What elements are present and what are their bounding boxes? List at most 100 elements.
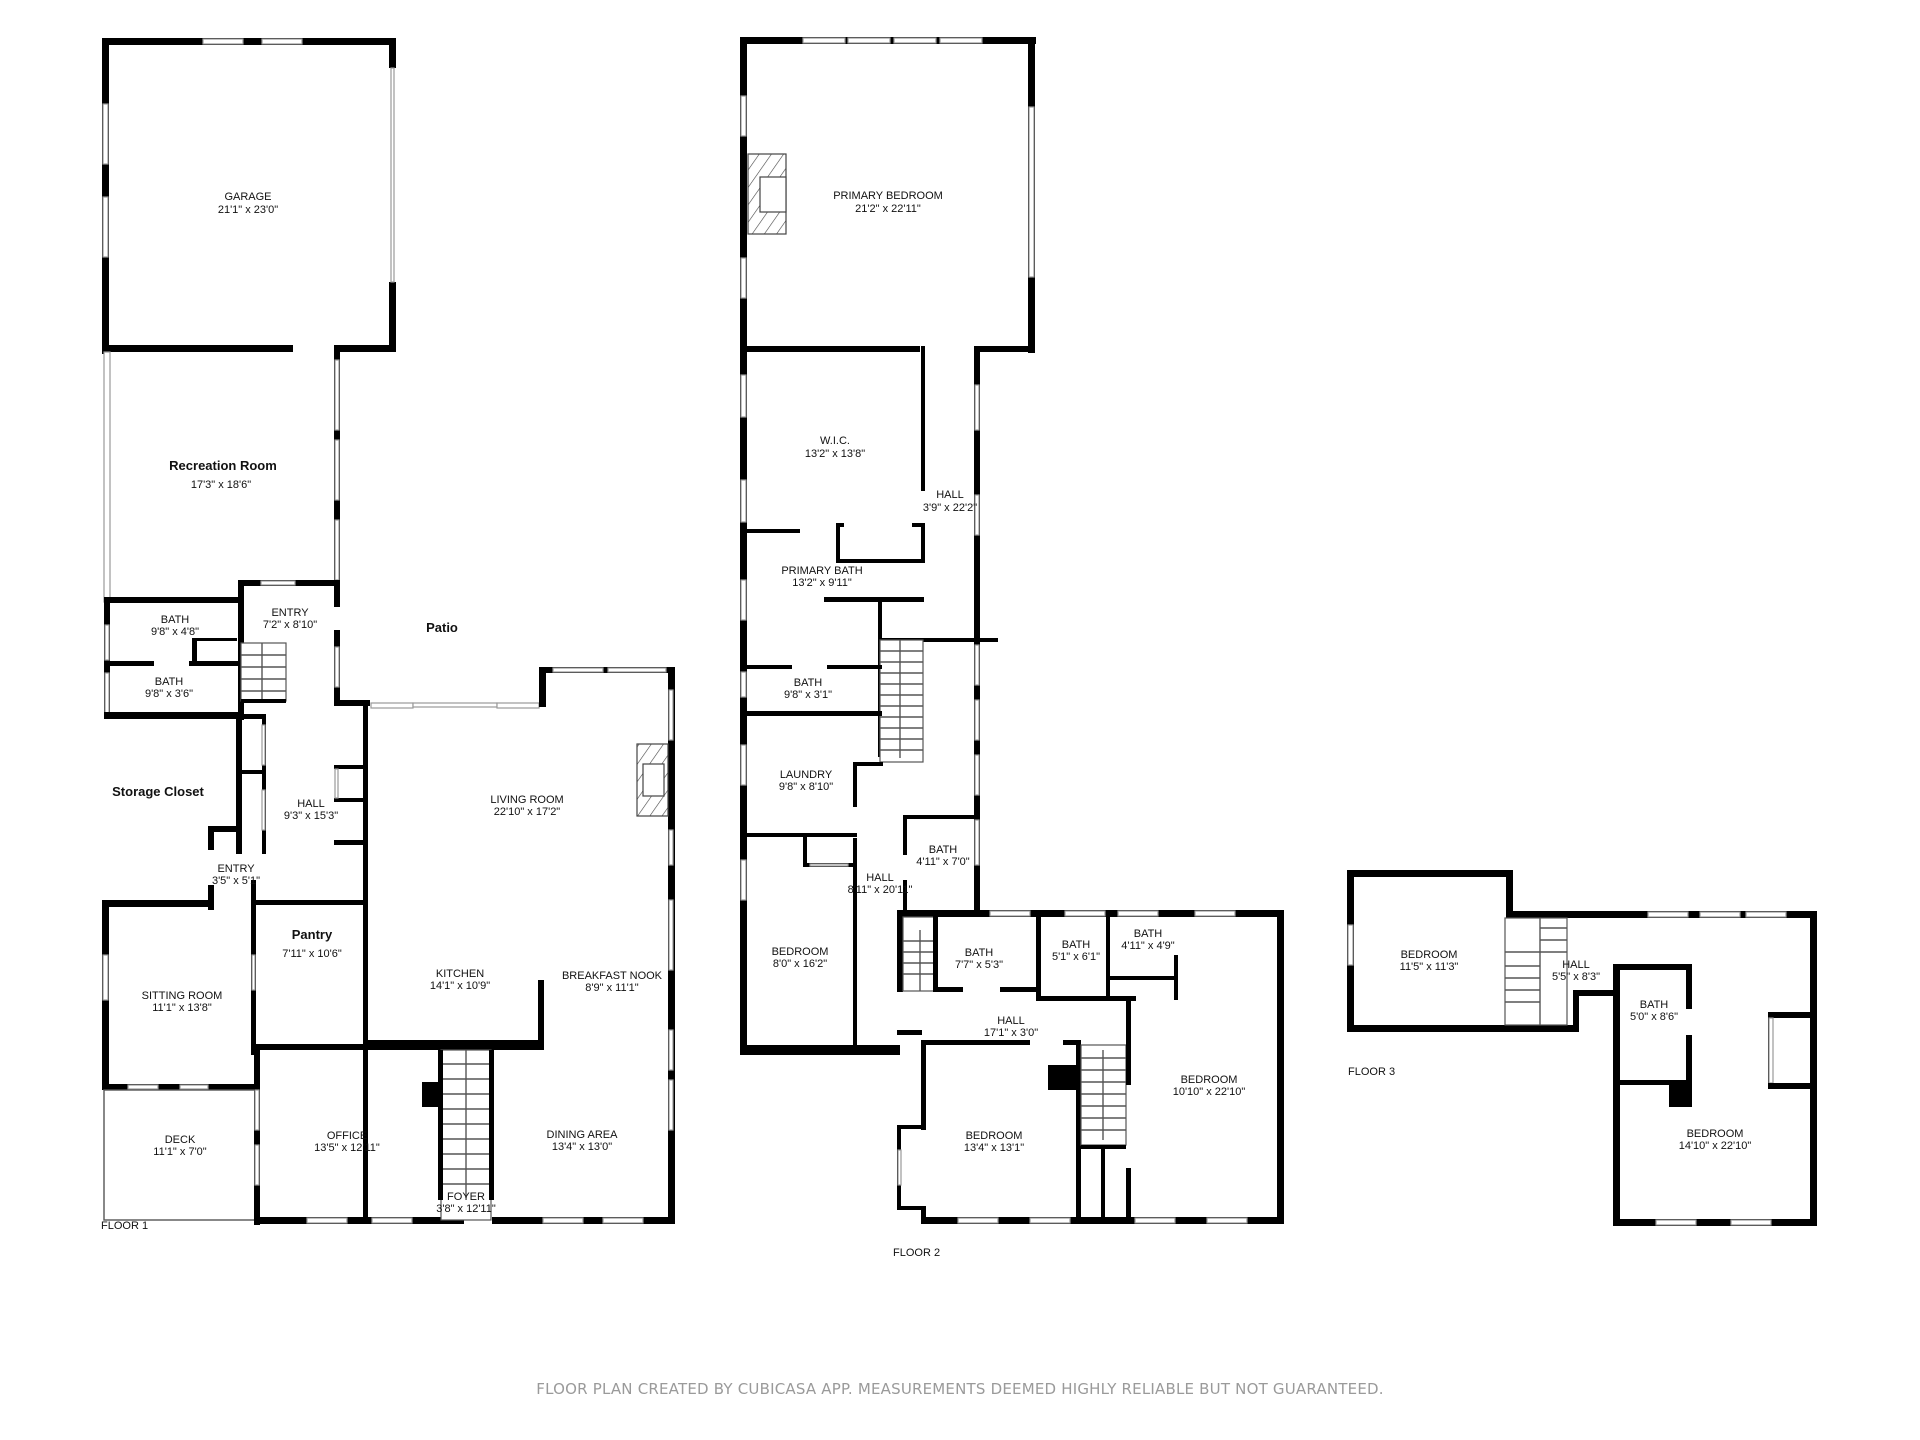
room-entry-1[interactable]: ENTRY 7'2" x 8'10" — [263, 607, 317, 631]
floor-3-label: FLOOR 3 — [1348, 1066, 1395, 1078]
room-name: GARAGE — [224, 191, 271, 203]
room-name: LAUNDRY — [780, 769, 833, 781]
room-dims: 17'1" x 3'0" — [984, 1027, 1038, 1039]
room-breakfast-nook[interactable]: BREAKFAST NOOK 8'9" x 11'1" — [562, 970, 663, 994]
room-dims: 11'5" x 11'3" — [1400, 961, 1459, 973]
room-dims: 17'3" x 18'6" — [191, 479, 251, 491]
room-dims: 10'10" x 22'10" — [1173, 1086, 1246, 1098]
room-primary-bath[interactable]: PRIMARY BATH 13'2" x 9'11" — [781, 565, 862, 589]
room-name: Patio — [426, 620, 458, 635]
room-name: ENTRY — [271, 607, 309, 619]
room-primary-bedroom[interactable]: PRIMARY BEDROOM 21'2" x 22'11" — [833, 190, 943, 215]
room-name: HALL — [866, 872, 894, 884]
room-dims: 7'7" x 5'3" — [955, 959, 1003, 971]
room-bath-2e[interactable]: BATH 4'11" x 4'9" — [1121, 928, 1174, 952]
room-dims: 3'5" x 5'1" — [212, 875, 260, 887]
room-name: BEDROOM — [1401, 949, 1458, 961]
room-name: SITTING ROOM — [142, 990, 223, 1002]
floor-2-stair-treads — [880, 650, 923, 751]
room-dims: 13'4" x 13'0" — [552, 1141, 612, 1153]
room-entry-2[interactable]: ENTRY 3'5" x 5'1" — [212, 863, 260, 887]
room-name: HALL — [297, 798, 325, 810]
floor-2-lower-walls — [897, 910, 1284, 1224]
room-recreation-room[interactable]: Recreation Room 17'3" x 18'6" — [169, 458, 277, 491]
room-dims: 11'1" x 13'8" — [152, 1002, 212, 1014]
room-dims: 7'2" x 8'10" — [263, 619, 317, 631]
room-bath-2a[interactable]: BATH 9'8" x 3'1" — [784, 677, 832, 701]
floor-3-stair-treads — [1505, 927, 1567, 1003]
baths-entry-walls — [104, 580, 370, 720]
floor-2-plan: FLOOR 2 — [740, 37, 1284, 1259]
room-hall-3[interactable]: HALL 5'5" x 8'3" — [1552, 959, 1600, 983]
room-dims: 14'10" x 22'10" — [1679, 1140, 1752, 1152]
room-name: BEDROOM — [772, 946, 829, 958]
room-name: BATH — [155, 676, 184, 688]
room-bath-2c[interactable]: BATH 7'7" x 5'3" — [955, 947, 1003, 971]
room-wic[interactable]: W.I.C. 13'2" x 13'8" — [805, 435, 865, 460]
floor-1-label: FLOOR 1 — [101, 1220, 148, 1232]
room-dims: 5'1" x 6'1" — [1052, 951, 1100, 963]
room-hall-2c[interactable]: HALL 17'1" x 3'0" — [984, 1015, 1038, 1039]
room-dims: 11'1" x 7'0" — [153, 1146, 206, 1158]
room-deck[interactable]: DECK 11'1" x 7'0" — [153, 1134, 206, 1158]
room-name: FOYER — [447, 1191, 485, 1203]
room-dims: 8'9" x 11'1" — [585, 982, 638, 994]
room-name: BREAKFAST NOOK — [562, 970, 663, 982]
room-dims: 9'8" x 4'8" — [151, 626, 199, 638]
room-foyer[interactable]: FOYER 3'8" x 12'11" — [436, 1191, 496, 1215]
room-bedroom-3a[interactable]: BEDROOM 11'5" x 11'3" — [1400, 949, 1459, 973]
room-name: BATH — [965, 947, 994, 959]
room-dims: 21'2" x 22'11" — [855, 203, 921, 215]
room-name: BEDROOM — [966, 1130, 1023, 1142]
room-dims: 9'3" x 15'3" — [284, 810, 338, 822]
room-living-room[interactable]: LIVING ROOM 22'10" x 17'2" — [490, 794, 563, 818]
room-dims: 8'11" x 20'11" — [848, 884, 913, 896]
room-garage[interactable]: GARAGE 21'1" x 23'0" — [218, 191, 278, 216]
room-hall-2a[interactable]: HALL 3'9" x 22'2" — [923, 489, 977, 514]
room-dims: 4'11" x 7'0" — [916, 856, 969, 868]
room-name: BATH — [794, 677, 823, 689]
room-name: BEDROOM — [1181, 1074, 1238, 1086]
room-dims: 7'11" x 10'6" — [282, 948, 342, 960]
room-name: BATH — [1062, 939, 1091, 951]
room-sitting-room[interactable]: SITTING ROOM 11'1" x 13'8" — [142, 990, 223, 1014]
room-bedroom-3b[interactable]: BEDROOM 14'10" x 22'10" — [1679, 1128, 1752, 1152]
room-patio[interactable]: Patio — [426, 620, 458, 635]
room-dims: 22'10" x 17'2" — [494, 806, 561, 818]
room-name: ENTRY — [217, 863, 255, 875]
room-dims: 9'8" x 3'1" — [784, 689, 832, 701]
room-name: DINING AREA — [547, 1129, 619, 1141]
room-bedroom-2c[interactable]: BEDROOM 13'4" x 13'1" — [964, 1130, 1024, 1154]
room-name: BATH — [1134, 928, 1163, 940]
room-name: BATH — [1640, 999, 1669, 1011]
room-name: BEDROOM — [1687, 1128, 1744, 1140]
room-dims: 14'1" x 10'9" — [430, 980, 490, 992]
room-kitchen[interactable]: KITCHEN 14'1" x 10'9" — [430, 968, 490, 992]
room-storage-closet[interactable]: Storage Closet — [112, 784, 204, 799]
room-name: HALL — [1562, 959, 1590, 971]
room-bath-2b[interactable]: BATH 4'11" x 7'0" — [916, 844, 969, 868]
floor-1-plan: FLOOR 1 — [101, 38, 675, 1232]
room-name: BATH — [161, 614, 190, 626]
room-dims: 13'2" x 9'11" — [792, 577, 852, 589]
room-bedroom-2b[interactable]: BEDROOM 10'10" x 22'10" — [1173, 1074, 1246, 1098]
room-laundry[interactable]: LAUNDRY 9'8" x 8'10" — [779, 769, 833, 793]
room-bath-2[interactable]: BATH 9'8" x 3'6" — [145, 676, 193, 700]
room-bedroom-2a[interactable]: BEDROOM 8'0" x 16'2" — [772, 946, 829, 970]
room-name: HALL — [936, 489, 964, 501]
room-bath-2d[interactable]: BATH 5'1" x 6'1" — [1052, 939, 1100, 963]
recreation-room-walls — [103, 351, 340, 607]
room-office[interactable]: OFFICE 13'5" x 12'11" — [314, 1130, 380, 1154]
room-labels: GARAGE 21'1" x 23'0" Recreation Room 17'… — [112, 190, 1751, 1215]
room-bath-3[interactable]: BATH 5'0" x 8'6" — [1630, 999, 1678, 1023]
hall-storage-walls — [102, 714, 367, 1090]
room-dining-area[interactable]: DINING AREA 13'4" x 13'0" — [547, 1129, 619, 1153]
room-hall-1[interactable]: HALL 9'3" x 15'3" — [284, 798, 338, 822]
room-dims: 4'11" x 4'9" — [1121, 940, 1174, 952]
room-name: LIVING ROOM — [490, 794, 563, 806]
room-pantry[interactable]: Pantry 7'11" x 10'6" — [282, 927, 342, 960]
room-hall-2b[interactable]: HALL 8'11" x 20'11" — [848, 872, 913, 896]
room-name: PRIMARY BEDROOM — [833, 190, 943, 202]
room-bath-1[interactable]: BATH 9'8" x 4'8" — [151, 614, 199, 638]
room-name: W.I.C. — [820, 435, 850, 447]
